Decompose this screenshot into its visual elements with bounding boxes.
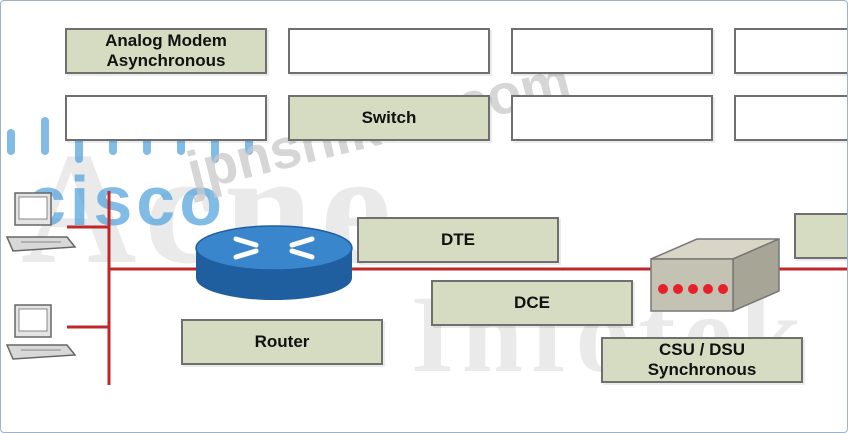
label-box-switch[interactable]: Switch xyxy=(288,95,490,141)
answer-box-row2-4[interactable] xyxy=(734,95,847,141)
pc-icon-1 xyxy=(5,192,77,252)
answer-box-row2-3[interactable] xyxy=(511,95,713,141)
label-box-router[interactable]: Router xyxy=(181,319,383,365)
answer-box-row1-2[interactable] xyxy=(288,28,490,74)
label-box-analog-modem[interactable]: Analog Modem Asynchronous xyxy=(65,28,267,74)
answer-box-row1-3[interactable] xyxy=(511,28,713,74)
cisco-logo-text: cisco xyxy=(27,162,226,240)
csu-dsu-device-icon xyxy=(650,237,780,313)
router-icon xyxy=(195,225,353,300)
label-box-dte[interactable]: DTE xyxy=(357,217,559,263)
label-box-edge-partial[interactable] xyxy=(794,213,847,259)
answer-box-row2-1[interactable] xyxy=(65,95,267,141)
label-box-dce[interactable]: DCE xyxy=(431,280,633,326)
label-box-csu-dsu[interactable]: CSU / DSU Synchronous xyxy=(601,337,803,383)
pc-icon-2 xyxy=(5,304,77,360)
answer-box-row1-4[interactable] xyxy=(734,28,847,74)
